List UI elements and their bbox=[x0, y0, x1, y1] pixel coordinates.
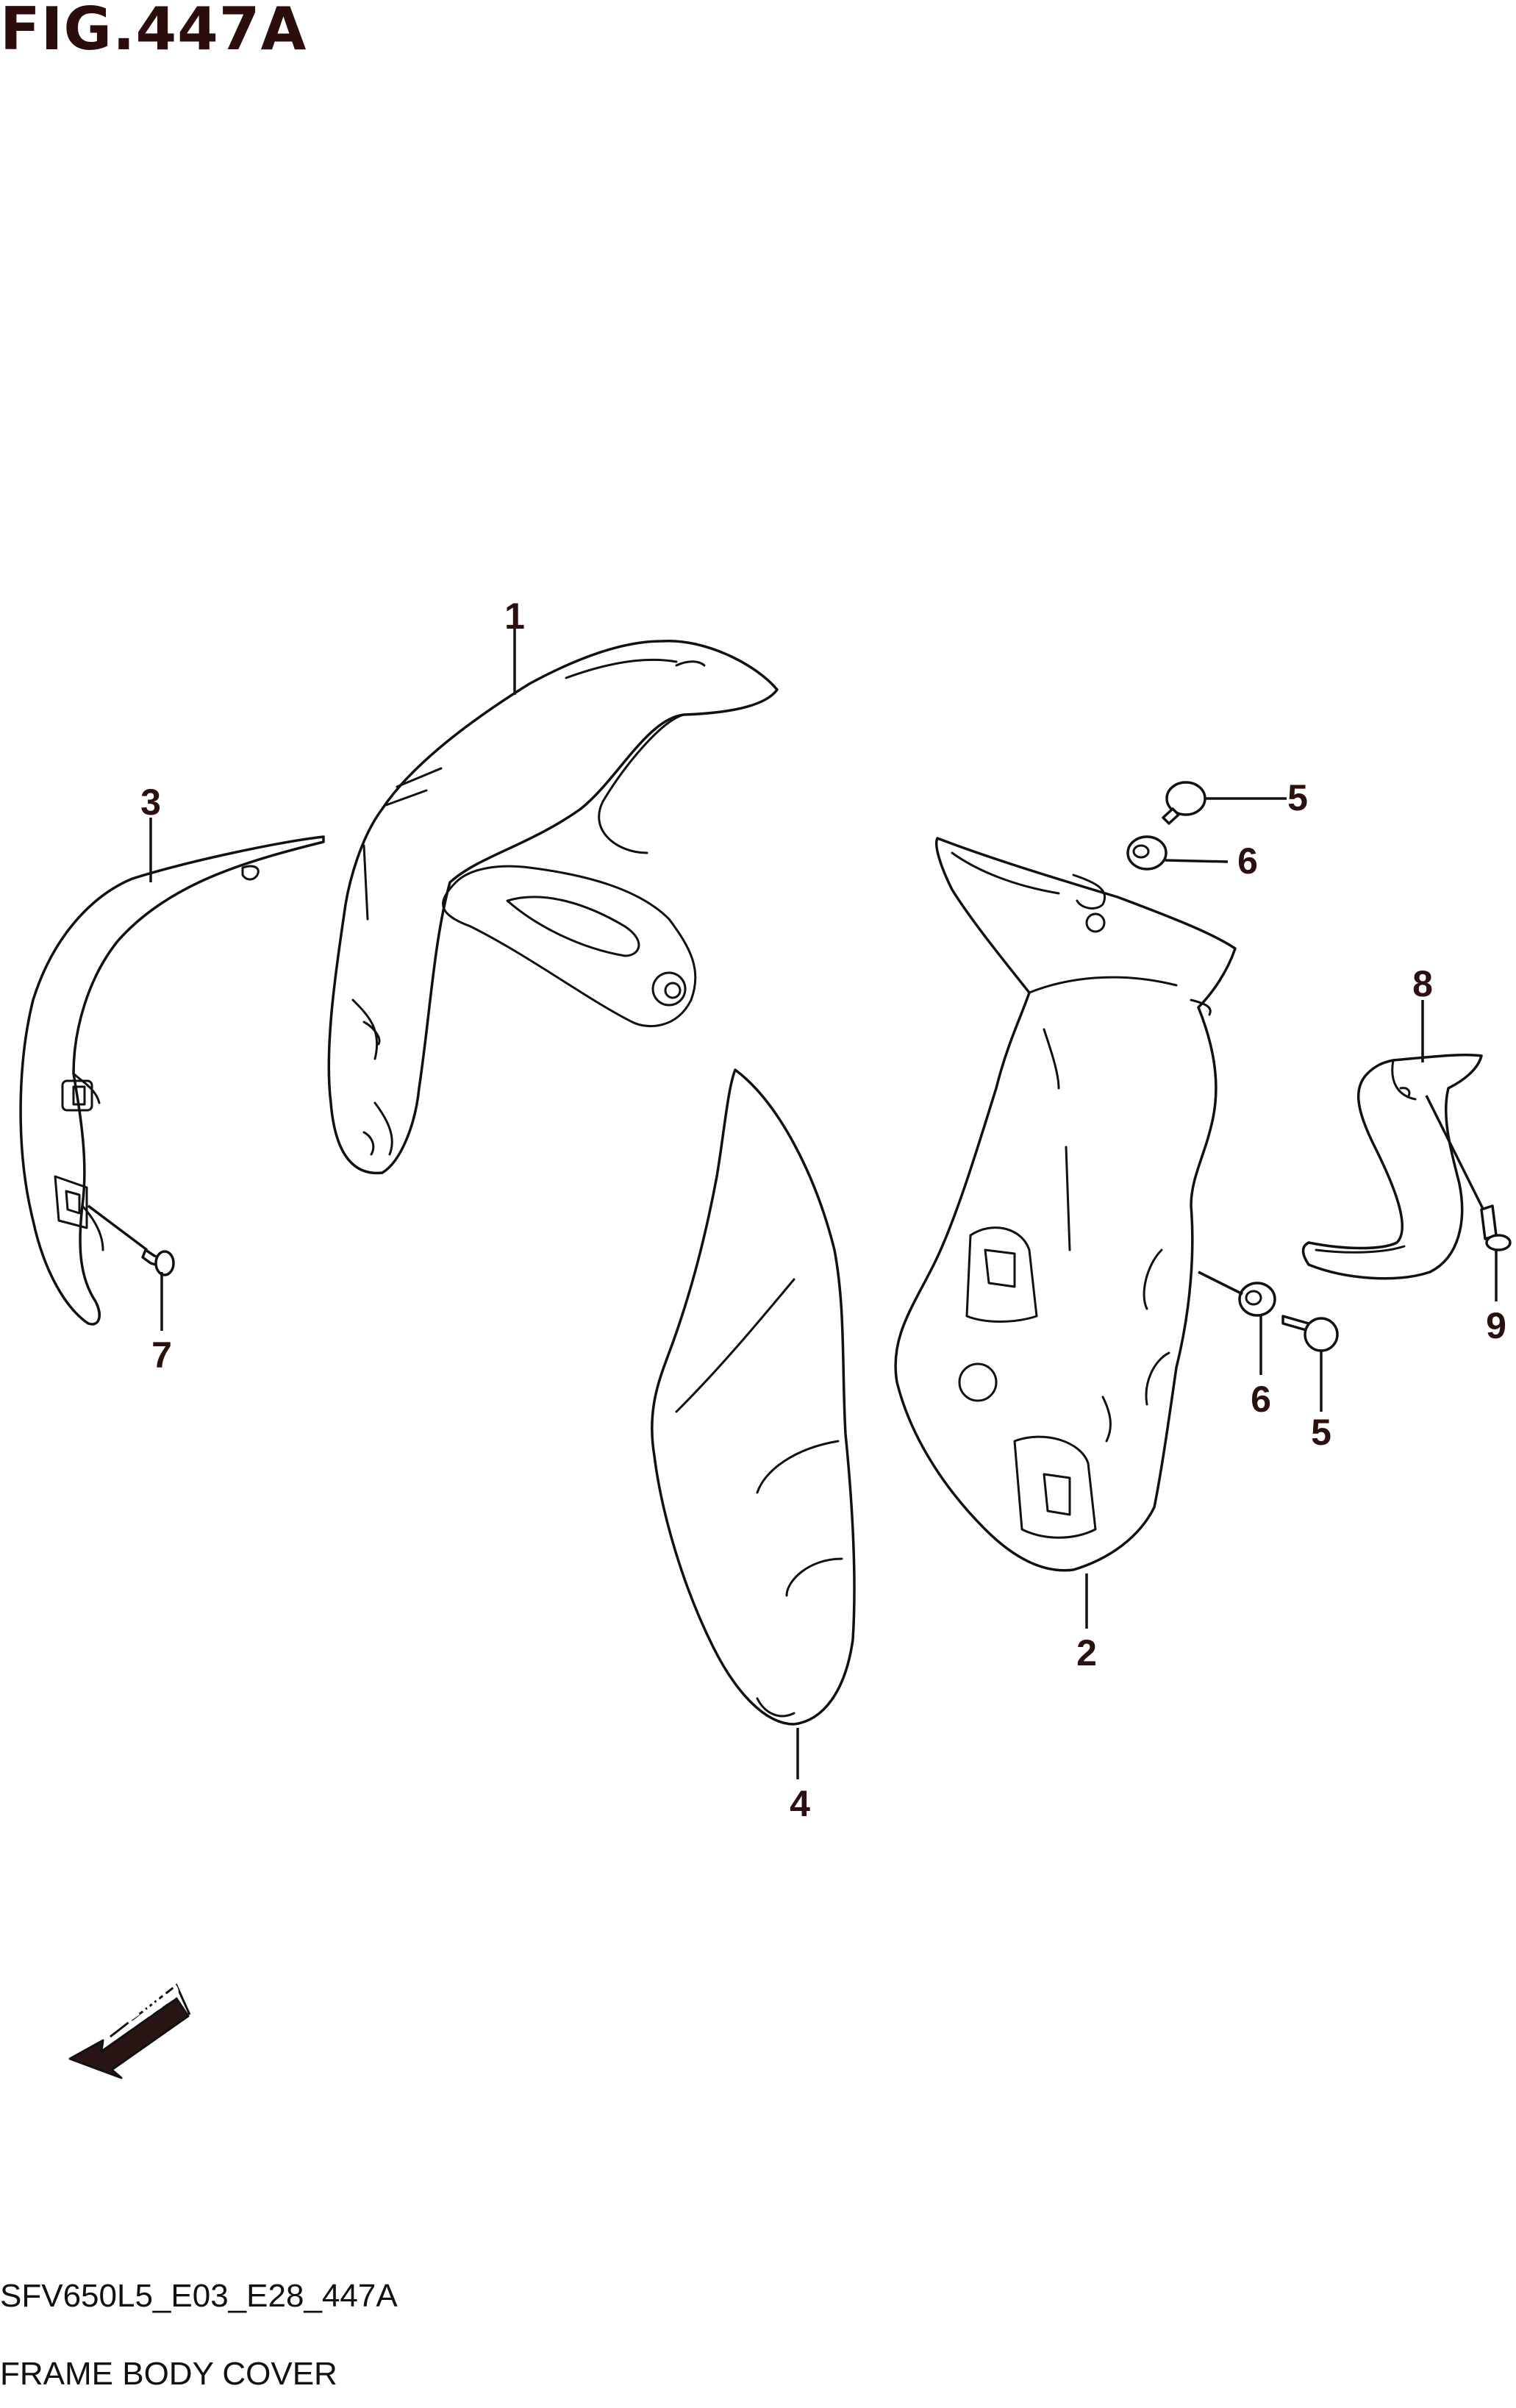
figure-name: FRAME BODY COVER bbox=[0, 2356, 337, 2392]
callout-8: 8 bbox=[1412, 963, 1433, 1004]
figure-title: FIG.447A bbox=[0, 0, 307, 63]
callout-7: 7 bbox=[151, 1335, 172, 1376]
part-5-bolt-lower bbox=[1281, 1315, 1339, 1412]
callout-5-lower: 5 bbox=[1311, 1412, 1331, 1453]
callout-4: 4 bbox=[790, 1783, 810, 1824]
part-5-bolt-upper bbox=[1162, 781, 1287, 825]
part-4-lower-cover bbox=[651, 1068, 856, 1726]
callout-2: 2 bbox=[1076, 1632, 1097, 1673]
callout-5-upper: 5 bbox=[1287, 777, 1308, 818]
fwd-arrow-icon: FWD bbox=[68, 1973, 191, 2079]
part-1-frame-cover bbox=[327, 640, 779, 1175]
part-6-grommet-lower bbox=[1198, 1271, 1276, 1375]
part-7-screw bbox=[87, 1204, 175, 1276]
callout-6-upper: 6 bbox=[1237, 840, 1258, 882]
figure-code: SFV650L5_E03_E28_447A bbox=[0, 2278, 398, 2314]
part-2-main-cover bbox=[894, 837, 1237, 1572]
part-3-side-cover bbox=[19, 835, 325, 1326]
part-6-grommet-upper bbox=[1126, 835, 1229, 871]
callout-6-lower: 6 bbox=[1251, 1379, 1271, 1420]
part-8-bracket-cover bbox=[1301, 1000, 1487, 1280]
callout-9: 9 bbox=[1486, 1305, 1506, 1346]
callout-3: 3 bbox=[140, 782, 161, 823]
callout-1: 1 bbox=[504, 596, 525, 637]
part-9-screw bbox=[1480, 1204, 1512, 1301]
